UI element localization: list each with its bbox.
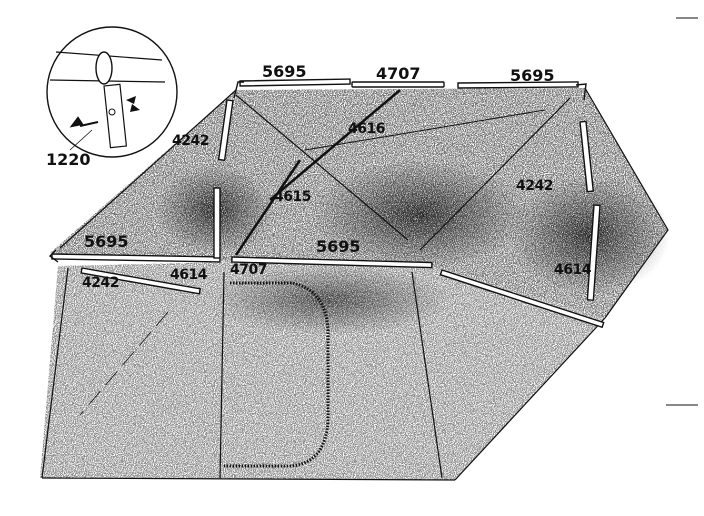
label-corner-back-left: 4242 [172,133,209,149]
ridge-pole-center [351,81,445,88]
label-ridge-left: 5695 [262,62,307,81]
ridge-hook-right [575,83,587,101]
roof-shadow-center [310,160,530,270]
label-front-joint: 4707 [230,262,267,278]
left-roof-edge [59,89,237,249]
label-front-left: 5695 [84,232,129,251]
label-rafter-back: 4616 [348,121,385,137]
wing-nut-icon [126,96,140,112]
front-hook-left [48,249,59,263]
label-upright-left: 4614 [170,267,208,283]
label-front-center: 5695 [316,237,361,256]
wing-bolt-icon [69,116,99,128]
frame-poles [48,78,605,329]
label-upright-right: 4614 [554,262,592,278]
label-ridge-right: 5695 [510,66,555,85]
wall-right-edge [454,317,606,481]
rafter-back [235,94,409,241]
rafter-cross [304,109,546,151]
front-pole-left [51,253,221,263]
inset-bolt-hole [108,108,116,116]
margin-marks [666,17,698,406]
wall-seam-right [411,271,443,479]
corner-pole-front-left [80,267,201,295]
tent-outline [41,87,669,481]
front-wall-panel [40,262,605,480]
strut-right-front [439,269,605,329]
inset-bracket [103,83,128,149]
corner-pole-back-left [217,99,234,162]
upright-pole-left [213,187,221,259]
clamp-detail-inset [46,26,178,158]
ridge-pole-left [239,78,351,87]
inset-leader [69,129,93,151]
label-corner-back-right: 4242 [516,178,553,194]
corner-pole-back-right [579,120,595,193]
label-clamp-detail: 1220 [46,150,91,169]
wall-diagonal-mark [79,311,169,416]
label-rafter-front: 4615 [274,189,311,205]
front-left-wall-edge [41,267,69,479]
right-roof-edge [584,87,669,319]
door-zip-outline [224,281,330,468]
label-ridge-center: 4707 [376,64,421,83]
inset-clamp-ring [95,51,113,85]
rafter-front [234,159,302,256]
label-corner-front-left: 4242 [82,275,119,291]
rafter-right [419,97,571,251]
roof-shadow-right [510,175,670,295]
wall-seam-left [219,271,225,479]
front-pole-center [231,256,433,269]
ground-edge [41,477,456,481]
part-labels: 5695 4707 5695 4616 4242 4242 4615 5695 … [46,62,592,291]
ridge-hook-left [233,81,244,99]
upright-pole-right [586,204,601,301]
